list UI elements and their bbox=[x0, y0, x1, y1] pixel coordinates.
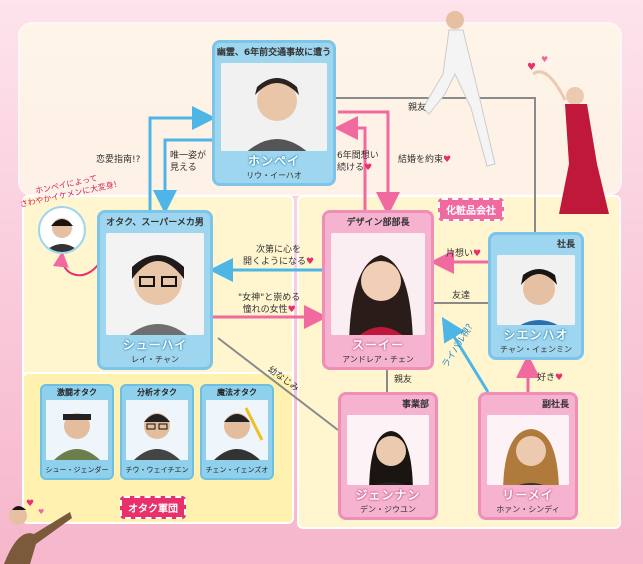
card-tag: 激闘オタク bbox=[57, 388, 97, 397]
label-shidai-line2: 開くようになる♥ bbox=[243, 256, 314, 268]
label-megami: "女神"と崇める 憧れの女性♥ bbox=[238, 292, 300, 316]
card-jiennan: 事業部 ジェンナン デン・ジウユン bbox=[338, 392, 438, 520]
card-otaku-3: 魔法オタク チェン・イェンズオ bbox=[200, 384, 274, 480]
label-rokunen: 6年間想い 続ける♥ bbox=[337, 150, 379, 174]
svg-text:♥: ♥ bbox=[38, 508, 44, 516]
avatar-transformed bbox=[38, 206, 86, 254]
card-actor: チャン・イェンミン bbox=[500, 345, 572, 354]
card-otaku-2: 分析オタク チウ・ウェイチエン bbox=[120, 384, 194, 480]
portrait-otaku-1 bbox=[46, 400, 108, 460]
card-honpei: 幽霊、6年前交通事故に遭う ホンペイ リウ・イーハオ bbox=[212, 40, 336, 186]
heart-icon: ♥ bbox=[555, 373, 564, 383]
card-actor: シュー・ジェンダー bbox=[45, 466, 109, 474]
portrait-jiennan bbox=[347, 415, 429, 485]
card-suii: デザイン部部長 スーイー アンドレア・チェン bbox=[322, 210, 434, 370]
heart-icon: ♥ bbox=[473, 249, 482, 259]
portrait-rimei bbox=[487, 415, 569, 485]
label-shinyu-mid: 親友 bbox=[394, 375, 413, 385]
label-shinyu-top: 親友 bbox=[408, 103, 427, 113]
card-actor: ホァン・シンディ bbox=[496, 505, 560, 514]
pointing-man-decoration: ♥ ♥ bbox=[4, 499, 72, 564]
card-tag: 事業部 bbox=[401, 400, 429, 410]
heart-icon: ♥ bbox=[287, 305, 296, 315]
card-name: リーメイ bbox=[502, 488, 554, 502]
line-honpei-shenhao bbox=[333, 97, 536, 232]
line-shuhai-jiennan bbox=[217, 337, 339, 431]
label-yuiitsu-line2: 見える bbox=[170, 163, 197, 173]
card-tag: 魔法オタク bbox=[217, 388, 257, 397]
card-actor: レイ・チャン bbox=[131, 355, 179, 364]
label-megami-line2: 憧れの女性♥ bbox=[238, 304, 300, 316]
card-shuhai: オタク、スーパーメカ男 シューハイ レイ・チャン bbox=[97, 210, 213, 370]
card-rimei: 副社長 リーメイ ホァン・シンディ bbox=[478, 392, 578, 520]
label-tomodachi: 友達 bbox=[452, 291, 471, 301]
label-rokunen-line2: 続ける♥ bbox=[337, 162, 379, 174]
card-actor: チェン・イェンズオ bbox=[205, 466, 269, 474]
portrait-shenhao bbox=[497, 255, 575, 325]
label-suki: 好き♥ bbox=[537, 372, 563, 384]
card-name: ジェンナン bbox=[355, 488, 421, 502]
card-tag: 副社長 bbox=[541, 400, 569, 410]
curved-arrow-icon bbox=[52, 251, 101, 277]
label-yuiitsu-line1: 唯一姿が bbox=[170, 151, 207, 161]
arrow-suii-honpei bbox=[334, 116, 367, 212]
card-otaku-1: 激闘オタク シュー・ジェンダー bbox=[40, 384, 114, 480]
card-actor: チウ・ウェイチエン bbox=[125, 466, 189, 474]
card-name: ホンペイ bbox=[247, 154, 300, 168]
arrow-honpei-shuhai bbox=[153, 138, 215, 214]
arrow-honpei-suii bbox=[338, 110, 400, 216]
card-tag: 社長 bbox=[556, 240, 575, 250]
card-name: シエンハオ bbox=[503, 328, 569, 342]
portrait-honpei bbox=[221, 63, 327, 151]
heart-icon: ♥ bbox=[443, 155, 452, 165]
card-tag: オタク、スーパーメカ男 bbox=[106, 218, 204, 228]
label-suki-text: 好き bbox=[537, 373, 556, 383]
arrow-rimei-suii bbox=[441, 316, 490, 393]
svg-text:♥: ♥ bbox=[527, 62, 536, 73]
label-renai: 恋愛指南!? bbox=[96, 155, 141, 165]
label-yuiitsu: 唯一姿が 見える bbox=[170, 150, 206, 174]
card-tag: デザイン部部長 bbox=[346, 218, 410, 228]
label-rokunen-line2-text: 続ける bbox=[337, 163, 365, 173]
heart-icon: ♥ bbox=[306, 257, 315, 267]
label-shidai-line2-text: 開くようになる bbox=[243, 257, 307, 267]
portrait-otaku-3 bbox=[206, 400, 268, 460]
svg-text:♥: ♥ bbox=[541, 55, 548, 64]
portrait-suii bbox=[331, 233, 425, 335]
otaku-banner: オタク軍団 bbox=[120, 496, 186, 519]
label-megami-line1: "女神"と崇める bbox=[238, 293, 301, 303]
card-tag: 幽霊、6年前交通事故に遭う bbox=[216, 48, 332, 58]
label-megami-line2-text: 憧れの女性 bbox=[242, 305, 288, 315]
portrait-shuhai bbox=[106, 233, 204, 335]
label-kekkon: 結婚を約束♥ bbox=[398, 154, 451, 166]
label-kekkon-text: 結婚を約束 bbox=[398, 155, 444, 165]
label-kataomoi: 片想い♥ bbox=[446, 248, 481, 260]
label-kataomoi-text: 片想い bbox=[446, 249, 474, 259]
heart-icon: ♥ bbox=[364, 163, 373, 173]
card-name: シューハイ bbox=[122, 338, 188, 352]
card-actor: アンドレア・チェン bbox=[342, 355, 414, 364]
card-name: スーイー bbox=[351, 338, 404, 352]
svg-text:♥: ♥ bbox=[26, 499, 34, 509]
label-rokunen-line1: 6年間想い bbox=[337, 151, 379, 161]
label-shidai-line1: 次第に心を bbox=[256, 245, 302, 255]
card-shenhao: 社長 シエンハオ チャン・イェンミン bbox=[488, 232, 584, 360]
card-actor: リウ・イーハオ bbox=[246, 171, 302, 180]
card-actor: デン・ジウユン bbox=[360, 505, 416, 514]
label-shidai: 次第に心を 開くようになる♥ bbox=[243, 244, 314, 268]
card-tag: 分析オタク bbox=[137, 388, 177, 397]
arrow-shuhai-honpei bbox=[148, 106, 216, 212]
company-banner: 化粧品会社 bbox=[438, 198, 504, 221]
portrait-otaku-2 bbox=[126, 400, 188, 460]
flying-couple-decoration: ♥ ♥ bbox=[422, 11, 609, 214]
